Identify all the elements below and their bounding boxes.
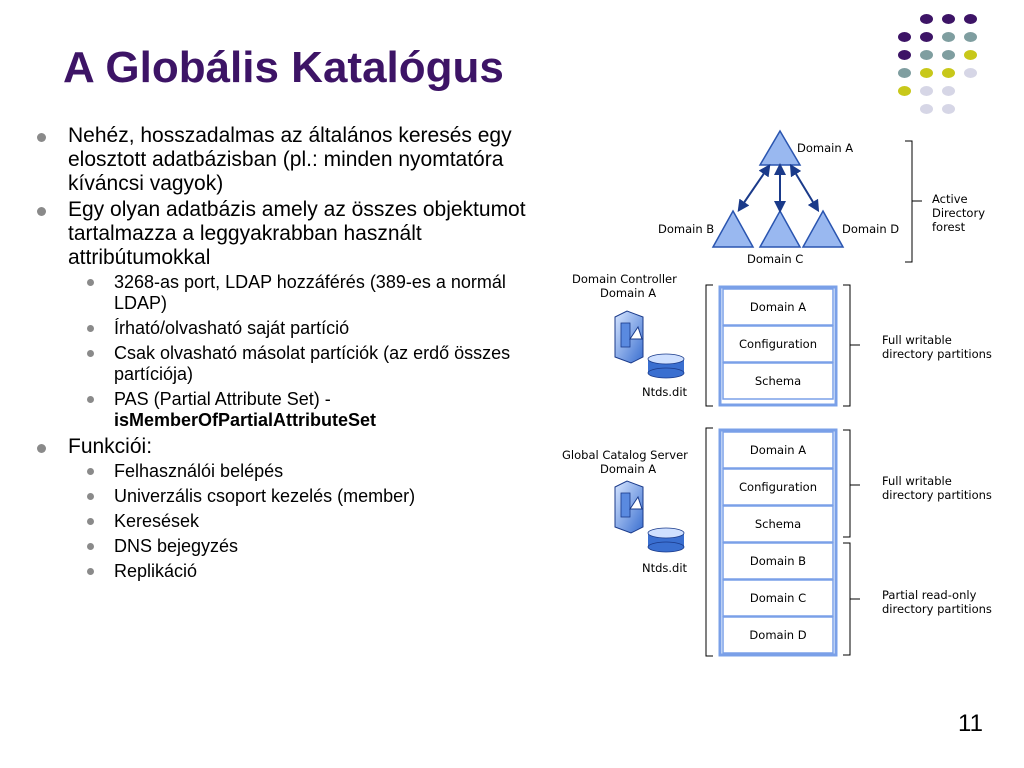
- partition-box: [722, 468, 834, 506]
- domain-d-triangle: [801, 209, 845, 248]
- forest-label-line: Directory: [932, 206, 985, 220]
- dc-label-line: Domain A: [600, 286, 656, 300]
- sub-bullet-text: PAS (Partial Attribute Set) -: [114, 389, 331, 409]
- decorative-dot: [942, 104, 955, 114]
- writable-label-line: directory partitions: [882, 488, 992, 502]
- decorative-dot: [942, 86, 955, 96]
- readonly-label-line: directory partitions: [882, 602, 992, 616]
- decorative-dot: [920, 50, 933, 60]
- server-icon: [614, 480, 644, 534]
- partition-label: Domain C: [750, 591, 806, 605]
- bullet-list: Nehéz, hosszadalmas az általános keresés…: [34, 124, 554, 586]
- bullet-item: Funkciói:: [34, 435, 554, 459]
- bullet-item: Nehéz, hosszadalmas az általános keresés…: [34, 124, 554, 196]
- sub-bullet-bold-text: isMemberOfPartialAttributeSet: [114, 410, 377, 430]
- bullet-item: Egy olyan adatbázis amely az összes obje…: [34, 198, 554, 270]
- decorative-dot: [898, 86, 911, 96]
- domain-c-label: Domain C: [747, 252, 803, 266]
- partition-box: [722, 505, 834, 543]
- decorative-dot: [964, 50, 977, 60]
- decorative-dot: [964, 14, 977, 24]
- global-catalog-diagram: Domain A Domain B Domain C Domain D Acti…: [562, 129, 992, 657]
- dc-partition-stack: [718, 285, 838, 407]
- writable-label-line: directory partitions: [882, 347, 992, 361]
- decorative-dot: [964, 68, 977, 78]
- domain-c-triangle: [758, 209, 802, 248]
- sub-bullet-item: DNS bejegyzés: [34, 536, 554, 557]
- decorative-dot: [942, 32, 955, 42]
- dc-left-bracket: [705, 284, 713, 407]
- sub-bullet-item: Csak olvasható másolat partíciók (az erd…: [34, 343, 554, 385]
- partition-box: [722, 325, 834, 363]
- page-number: 11: [958, 710, 983, 737]
- partition-box: [722, 431, 834, 469]
- writable-label-line: Full writable: [882, 474, 952, 488]
- sub-bullet-item: Replikáció: [34, 561, 554, 582]
- partition-label: Domain D: [749, 628, 806, 642]
- ntds-file-label: Ntds.dit: [642, 561, 688, 575]
- partition-label: Domain B: [750, 554, 806, 568]
- decorative-dot: [898, 68, 911, 78]
- partition-label: Schema: [755, 374, 801, 388]
- partition-label: Domain A: [750, 443, 806, 457]
- decorative-dot: [920, 104, 933, 114]
- gc-left-bracket: [705, 427, 713, 657]
- decorative-dot: [942, 68, 955, 78]
- forest-label-line: forest: [932, 220, 966, 234]
- decorative-dot: [920, 86, 933, 96]
- decorative-dot: [898, 50, 911, 60]
- sub-bullet-item: PAS (Partial Attribute Set) -isMemberOfP…: [34, 389, 554, 431]
- trust-arrow: [737, 164, 771, 212]
- slide-title: A Globális Katalógus: [63, 43, 504, 92]
- sub-bullet-item: Felhasználói belépés: [34, 461, 554, 482]
- partition-label: Domain A: [750, 300, 806, 314]
- partition-box: [722, 288, 834, 326]
- decorative-dot: [964, 32, 977, 42]
- database-icon: [647, 353, 685, 379]
- partition-box: [722, 616, 834, 654]
- partition-label: Schema: [755, 517, 801, 531]
- domain-d-label: Domain D: [842, 222, 899, 236]
- server-icon: [614, 310, 644, 364]
- partition-label: Configuration: [739, 480, 817, 494]
- sub-bullet-item: Univerzális csoport kezelés (member): [34, 486, 554, 507]
- forest-label-line: Active: [932, 192, 968, 206]
- database-icon: [647, 527, 685, 553]
- forest-bracket: [905, 140, 922, 263]
- decorative-dot: [920, 32, 933, 42]
- sub-bullet-item: Írható/olvasható saját partíció: [34, 318, 554, 339]
- domain-a-triangle: [758, 129, 802, 166]
- dc-writable-bracket: [843, 284, 860, 407]
- readonly-label-line: Partial read-only: [882, 588, 977, 602]
- decorative-dot: [898, 32, 911, 42]
- decorative-dot: [920, 14, 933, 24]
- partition-box: [722, 542, 834, 580]
- domain-a-label: Domain A: [797, 141, 853, 155]
- decorative-dot: [920, 68, 933, 78]
- sub-bullet-item: 3268-as port, LDAP hozzáférés (389-es a …: [34, 272, 554, 314]
- gc-readonly-bracket: [843, 542, 860, 656]
- gc-label-line: Domain A: [600, 462, 656, 476]
- domain-b-label: Domain B: [658, 222, 714, 236]
- domain-b-triangle: [711, 209, 755, 248]
- decorative-dot: [942, 50, 955, 60]
- sub-bullet-item: Keresések: [34, 511, 554, 532]
- decorative-dot: [942, 14, 955, 24]
- partition-box: [722, 579, 834, 617]
- writable-label-line: Full writable: [882, 333, 952, 347]
- gc-writable-bracket: [843, 429, 860, 538]
- dc-label-line: Domain Controller: [572, 272, 677, 286]
- partition-box: [722, 362, 834, 400]
- gc-label-line: Global Catalog Server: [562, 448, 688, 462]
- gc-partition-stack: [718, 428, 838, 657]
- trust-arrow: [789, 163, 820, 213]
- ntds-file-label: Ntds.dit: [642, 385, 688, 399]
- partition-label: Configuration: [739, 337, 817, 351]
